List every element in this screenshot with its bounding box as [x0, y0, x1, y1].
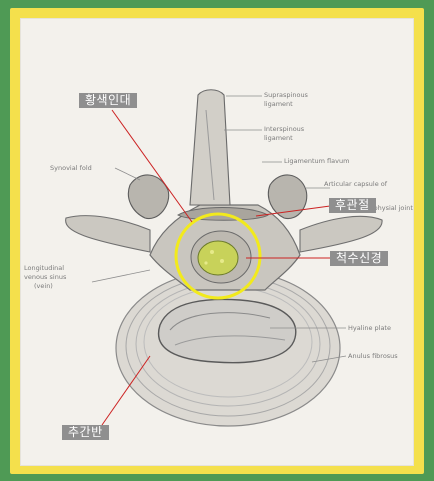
- transverse-process-right: [300, 216, 382, 252]
- transverse-process-left: [66, 216, 150, 252]
- longitudinal-text-2: venous sinus: [24, 273, 67, 281]
- interspinous-text-2: ligament: [264, 134, 293, 142]
- supraspinous-text: Supraspinous: [264, 91, 309, 99]
- label-yellow-ligament: 황색인대: [79, 93, 137, 108]
- longitudinal-text-1: Longitudinal: [24, 264, 64, 272]
- spinal-cord: [198, 241, 238, 275]
- articular-capsule-text: Articular capsule of: [324, 180, 388, 188]
- supraspinous-text-2: ligament: [264, 100, 293, 108]
- synovial-fold-text: Synovial fold: [50, 164, 92, 172]
- label-facet-joint: 후관절: [329, 198, 376, 213]
- spinous-process: [190, 90, 230, 205]
- label-spinal-nerve: 척수신경: [330, 251, 388, 266]
- longitudinal-text-3: (vein): [34, 282, 53, 290]
- label-disc: 추간반: [62, 425, 109, 440]
- ligamentum-flavum-text: Ligamentum flavum: [284, 157, 349, 165]
- anulus-fibrosus-text: Anulus fibrosus: [348, 352, 398, 360]
- interspinous-text: Interspinous: [264, 125, 305, 133]
- hyaline-plate-text: Hyaline plate: [348, 324, 391, 332]
- hyaline-plate: [159, 299, 296, 362]
